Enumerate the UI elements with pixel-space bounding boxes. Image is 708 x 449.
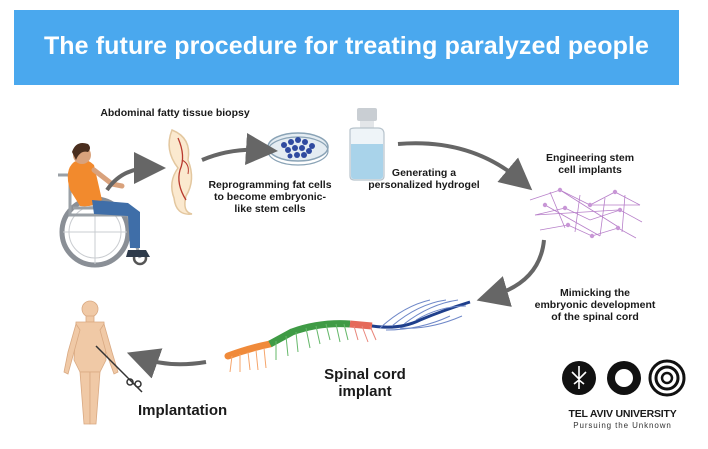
stem-cell-network-icon bbox=[529, 187, 643, 239]
page-title: The future procedure for treating paraly… bbox=[43, 32, 650, 60]
mimicking-label: Mimicking the embryonic development of t… bbox=[534, 287, 656, 323]
petri-dish-icon bbox=[267, 132, 329, 166]
engineering-label: Engineering stem cell implants bbox=[545, 152, 635, 176]
university-name: TEL AVIV UNIVERSITY bbox=[568, 408, 677, 420]
process-arrows bbox=[105, 133, 546, 379]
human-figure-icon bbox=[63, 300, 119, 425]
reprogramming-label: Reprogramming fat cells to become embryo… bbox=[208, 179, 332, 215]
spinal-cord-implant-icon bbox=[224, 299, 471, 373]
biopsy-label: Abdominal fatty tissue biopsy bbox=[100, 107, 250, 119]
university-tagline: Pursuing the Unknown bbox=[573, 421, 672, 430]
implantation-label: Implantation bbox=[138, 402, 228, 419]
wheelchair-patient-icon bbox=[58, 143, 150, 268]
surgical-tool-icon bbox=[95, 345, 143, 393]
fatty-tissue-icon bbox=[168, 129, 193, 215]
hydrogel-vial-icon bbox=[349, 108, 385, 181]
tau-logo-icon bbox=[562, 359, 686, 397]
spinal-cord-implant-label: Spinal cord implant bbox=[324, 366, 406, 400]
title-banner: The future procedure for treating paraly… bbox=[14, 10, 679, 85]
hydrogel-label: Generating a personalized hydrogel bbox=[368, 167, 480, 191]
